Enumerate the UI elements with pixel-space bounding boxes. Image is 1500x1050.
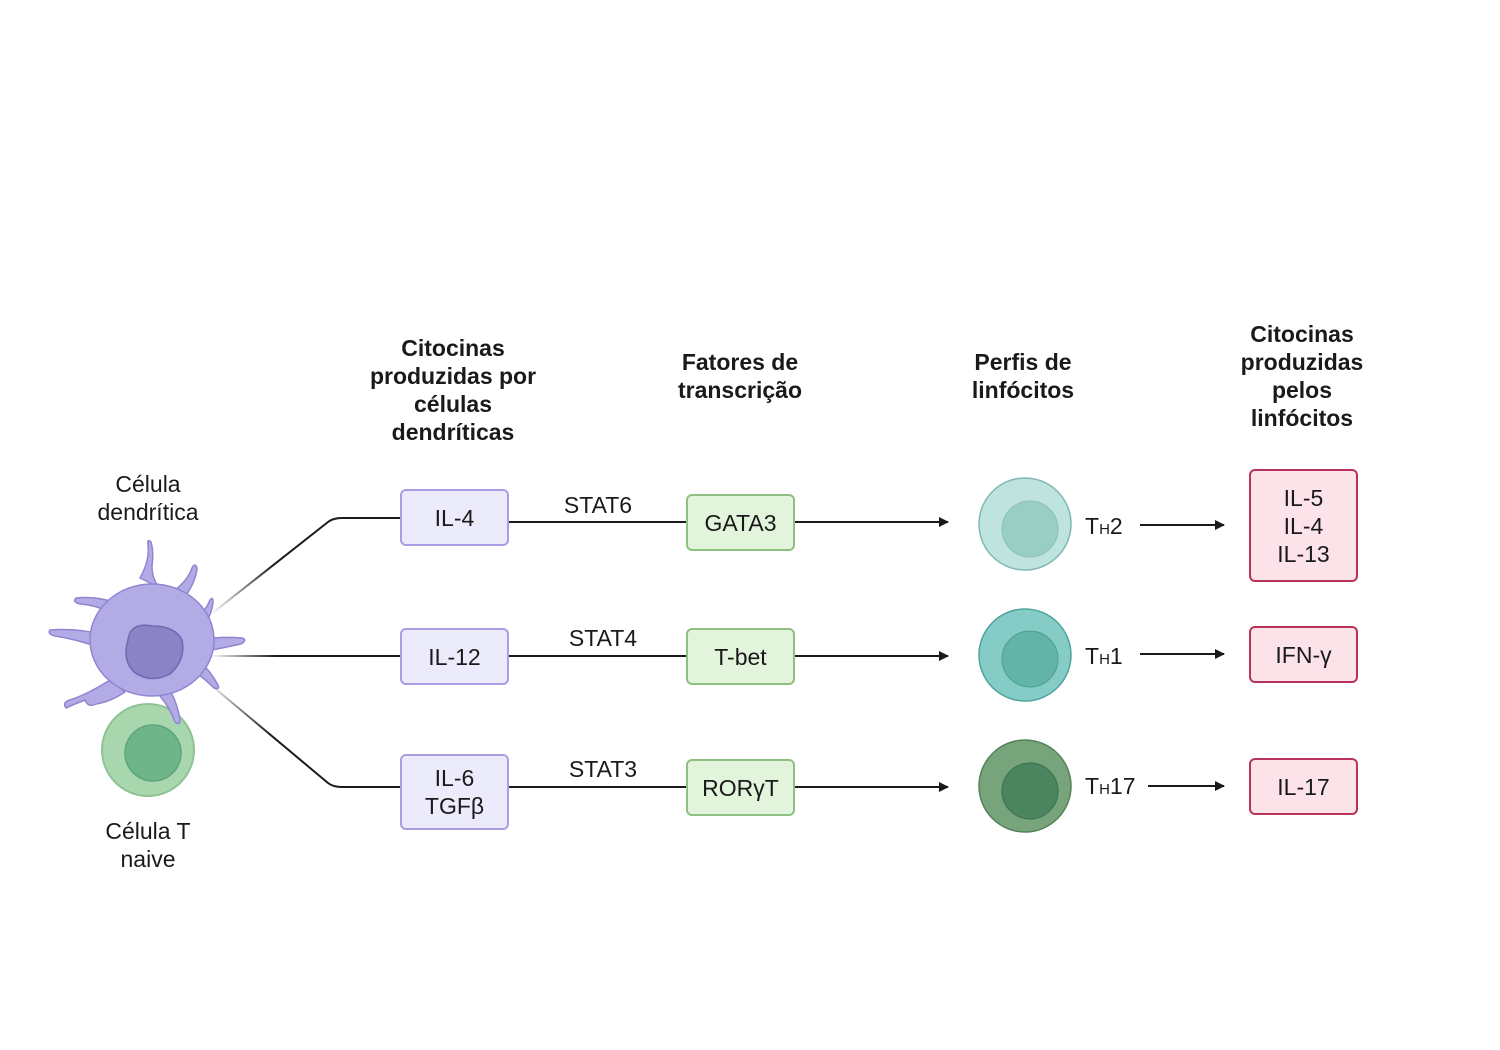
output-box-th2: IL-5 IL-4 IL-13: [1249, 469, 1358, 582]
cytokine-box-il12: IL-12: [400, 628, 509, 685]
tf-box-tbet: T-bet: [686, 628, 795, 685]
cytokine-box-il4: IL-4: [400, 489, 509, 546]
profile-label-th2: TH2: [1085, 513, 1123, 539]
branch-line-bottom: [204, 679, 400, 788]
profile-label-th1: TH1: [1085, 643, 1123, 669]
tf-box-rorgt: RORγT: [686, 759, 795, 816]
header-lymphocyte-profiles: Perfis de linfócitos: [971, 349, 1075, 403]
output-box-th1: IFN-γ: [1249, 626, 1358, 683]
header-transcription-factors: Fatores de transcrição: [677, 349, 802, 403]
profile-label-th17: TH17: [1085, 773, 1136, 799]
naive-t-cell: [101, 703, 195, 797]
naive-t-cell-label: Célula T naive: [105, 818, 191, 872]
lymphocyte-th2: [978, 477, 1072, 571]
stat-label-stat4: STAT4: [568, 625, 638, 651]
output-box-th17: IL-17: [1249, 758, 1358, 815]
lymphocyte-th1: [978, 608, 1072, 702]
lymphocyte-th17: [978, 739, 1072, 833]
dendritic-cell: [48, 539, 246, 725]
stat-label-stat6: STAT6: [563, 492, 633, 518]
stat-label-stat3: STAT3: [568, 756, 638, 782]
header-dc-cytokines: Citocinas produzidas por células dendrít…: [369, 335, 537, 445]
cytokine-box-il6-tgfb: IL-6 TGFβ: [400, 754, 509, 830]
header-lymphocyte-cytokines: Citocinas produzidas pelos linfócitos: [1240, 321, 1364, 431]
dendritic-cell-label: Célula dendrítica: [97, 471, 199, 525]
branch-line-top: [209, 517, 400, 616]
tf-box-gata3: GATA3: [686, 494, 795, 551]
